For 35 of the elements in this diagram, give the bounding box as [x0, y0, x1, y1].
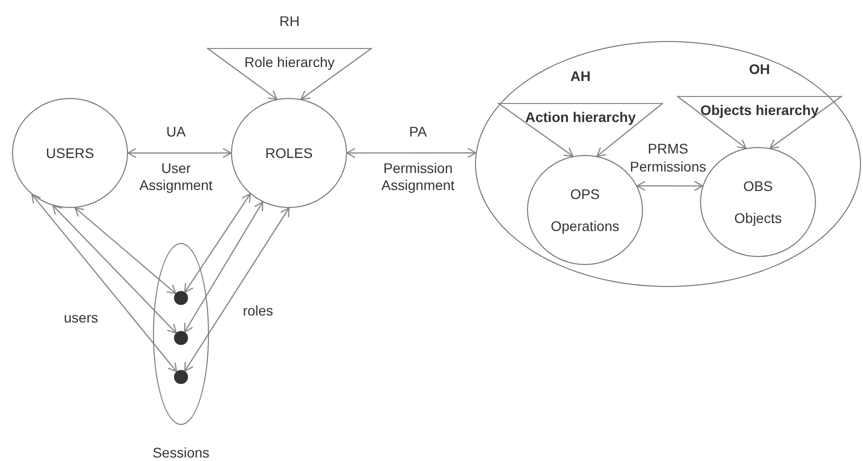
hierarchy-label: Objects hierarchy — [677, 96, 842, 119]
session-dot — [174, 291, 188, 305]
hierarchy-label: Action hierarchy — [498, 103, 663, 126]
annotation-text: PRMS — [648, 140, 688, 158]
arrow — [498, 102, 574, 157]
hierarchy-abbreviation: OH — [749, 60, 770, 79]
hierarchy-label: Role hierarchy — [207, 48, 372, 71]
circle-node — [231, 98, 347, 208]
arrow — [127, 148, 232, 158]
node-caption: Sessions — [152, 444, 210, 461]
arrow — [596, 102, 664, 157]
circle-node — [12, 98, 128, 208]
arrow — [676, 96, 747, 149]
arrow — [300, 48, 372, 100]
node-subtitle: Objects — [734, 209, 782, 227]
arrow — [52, 205, 177, 334]
node-title: ROLES — [265, 144, 313, 162]
arrow — [184, 207, 290, 372]
arrow — [184, 201, 264, 333]
edge-label: Permissions — [630, 158, 706, 176]
session-dot — [174, 331, 188, 345]
arrow — [184, 193, 251, 293]
session-dot — [174, 370, 188, 384]
node-subtitle: Operations — [550, 217, 620, 235]
hierarchy-abbreviation: AH — [570, 67, 591, 86]
node-title: OBS — [743, 177, 773, 195]
arrow — [31, 194, 178, 372]
node-title: OPS — [570, 185, 600, 203]
ellipse-shape — [153, 243, 209, 425]
arrow — [206, 48, 278, 100]
arrow — [74, 207, 176, 294]
arrow — [346, 148, 476, 158]
node-title: USERS — [46, 144, 94, 162]
arrow — [636, 180, 704, 192]
hierarchy-abbreviation: RH — [279, 12, 300, 31]
